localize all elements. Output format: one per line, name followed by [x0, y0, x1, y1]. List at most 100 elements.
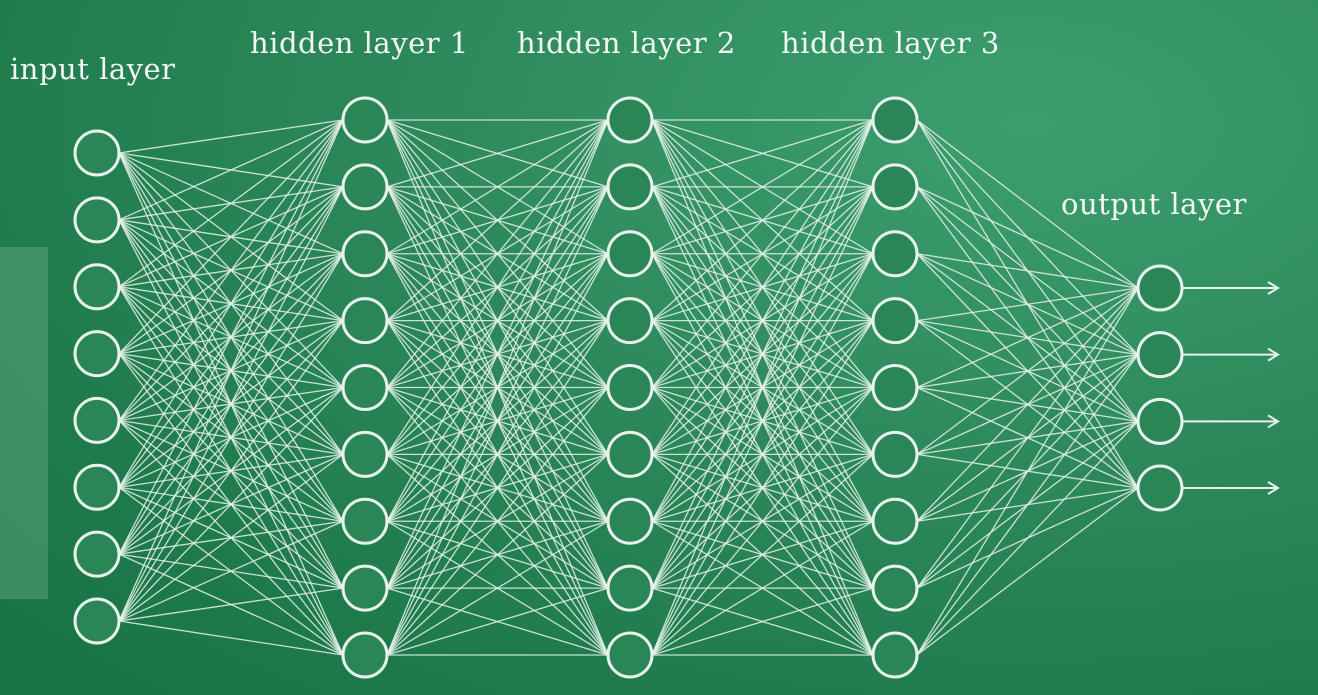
connection-line	[118, 119, 344, 288]
neuron	[871, 96, 919, 144]
left-side-panel	[0, 247, 48, 599]
connection-line	[916, 253, 1139, 289]
neuron	[1136, 264, 1184, 312]
neuron	[73, 330, 121, 378]
connection-line	[916, 287, 1139, 389]
neuron	[606, 230, 654, 278]
neuron	[341, 297, 389, 345]
connection-line	[651, 119, 874, 388]
connection-line	[916, 354, 1139, 656]
connection-line	[916, 186, 1139, 289]
connection-line	[118, 119, 344, 355]
connection-line	[651, 119, 874, 255]
connection-line	[916, 287, 1139, 656]
connection-line	[916, 287, 1139, 589]
neuron	[871, 230, 919, 278]
neuron	[73, 263, 121, 311]
hidden-layer-3-label: hidden layer 3	[781, 26, 1000, 60]
neuron	[606, 631, 654, 679]
connection-line	[651, 119, 874, 455]
neuron	[606, 297, 654, 345]
neuron	[606, 96, 654, 144]
connections	[118, 119, 1139, 656]
output-arrow	[1182, 481, 1280, 495]
neuron	[871, 297, 919, 345]
connection-line	[651, 320, 874, 656]
connection-line	[386, 119, 609, 322]
connection-line	[386, 320, 609, 656]
connection-line	[386, 520, 609, 656]
connection-line	[118, 186, 344, 622]
connection-line	[118, 453, 344, 622]
connection-line	[118, 119, 344, 421]
neuron	[871, 364, 919, 411]
connection-line	[651, 119, 874, 188]
connection-line	[386, 587, 609, 656]
connection-line	[916, 287, 1139, 522]
connection-line	[651, 119, 874, 322]
neuron	[1136, 464, 1184, 512]
neuron	[606, 497, 654, 545]
connection-line	[118, 387, 344, 622]
connection-line	[916, 119, 1139, 289]
connection-line	[651, 453, 874, 656]
neuron	[871, 631, 919, 679]
neuron	[341, 163, 389, 211]
hidden-layer-1-label: hidden layer 1	[250, 26, 469, 60]
connection-line	[651, 119, 874, 656]
neuron	[1136, 331, 1184, 379]
connection-line	[651, 119, 874, 589]
connection-line	[386, 186, 609, 656]
neuron	[606, 163, 654, 211]
neuron	[73, 396, 121, 444]
connection-line	[118, 119, 344, 221]
connection-line	[386, 119, 609, 522]
output-arrow	[1182, 414, 1280, 429]
neuron	[341, 564, 389, 612]
connection-line	[916, 487, 1139, 656]
connection-line	[386, 119, 609, 656]
neuron	[871, 430, 919, 478]
connection-line	[118, 520, 344, 622]
connection-line	[118, 119, 344, 555]
input-layer-label: input layer	[10, 52, 176, 86]
connection-line	[386, 119, 609, 188]
neuron	[341, 96, 389, 144]
connection-line	[386, 387, 609, 656]
connection-line	[386, 119, 609, 388]
connection-line	[651, 253, 874, 656]
neuron	[73, 129, 121, 177]
connection-line	[916, 420, 1139, 656]
neuron	[606, 564, 654, 612]
connection-line	[916, 287, 1139, 322]
connection-line	[386, 453, 609, 656]
connection-line	[118, 119, 344, 622]
output-arrow	[1182, 281, 1280, 295]
connection-line	[118, 587, 344, 622]
connection-line	[651, 387, 874, 656]
neuron	[606, 430, 654, 478]
hidden-layer-2-label: hidden layer 2	[517, 26, 736, 60]
neuron	[341, 230, 389, 278]
connection-line	[386, 119, 609, 455]
output-arrow	[1182, 347, 1280, 362]
connection-line	[916, 287, 1139, 455]
connection-line	[118, 320, 344, 622]
neuron	[341, 631, 389, 679]
connection-line	[118, 253, 344, 622]
neuron	[871, 497, 919, 545]
neuron	[606, 364, 654, 411]
neuron	[341, 430, 389, 478]
neuron	[73, 463, 121, 511]
neurons	[73, 96, 1184, 679]
connection-line	[651, 587, 874, 656]
connection-line	[651, 186, 874, 656]
output-arrows	[1182, 281, 1280, 495]
connection-line	[118, 620, 344, 656]
neuron	[73, 530, 121, 578]
connection-line	[651, 119, 874, 522]
neuron	[871, 163, 919, 211]
neuron	[73, 597, 121, 645]
